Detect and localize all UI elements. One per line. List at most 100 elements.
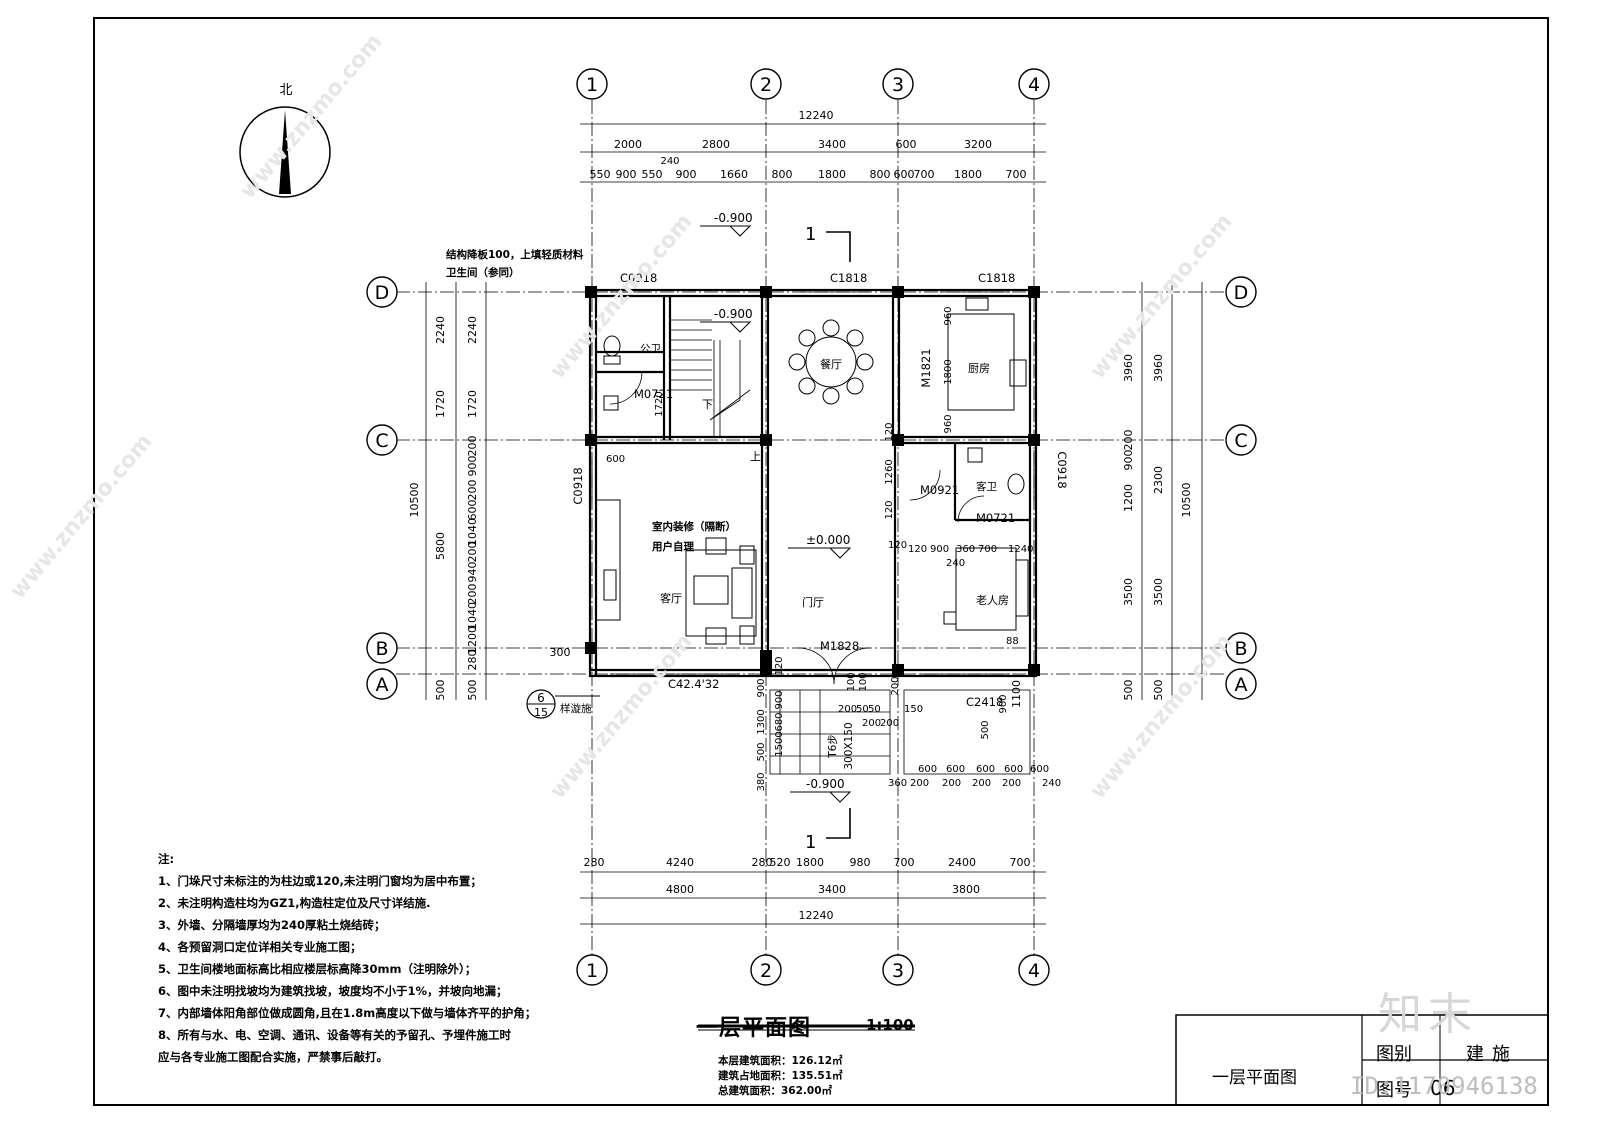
svg-text:10500: 10500 [408, 483, 421, 518]
svg-text:2240: 2240 [434, 316, 447, 344]
section-marks [826, 231, 851, 839]
svg-text:600: 600 [896, 138, 917, 151]
axis-bubble-A-right: A [1225, 668, 1257, 700]
note-item: 6、图中未注明找坡均为建筑找坡，坡度均不小于1%，并坡向地漏； [158, 984, 508, 998]
svg-text:800: 800 [772, 168, 793, 181]
watermark-id: ID:1170946138 [1350, 1072, 1538, 1100]
elevation-1: -0.900 [714, 211, 753, 225]
stair-down-label: 下 [702, 398, 713, 411]
room-living: 客厅 [660, 591, 682, 605]
svg-text:500: 500 [434, 680, 447, 701]
svg-text:1800: 1800 [796, 856, 824, 869]
stair-up-label: 上 [750, 450, 761, 463]
area-line: 本层建筑面积：126.12㎡ [718, 1055, 843, 1067]
svg-text:C: C [1234, 430, 1247, 452]
svg-text:1500: 1500 [774, 731, 785, 756]
svg-text:50: 50 [868, 704, 881, 715]
section-mark-top: 1 [805, 224, 816, 245]
elevation-markers [700, 225, 852, 803]
svg-text:700: 700 [914, 168, 935, 181]
svg-text:C: C [375, 430, 388, 452]
svg-text:600: 600 [894, 168, 915, 181]
axis-bubble-A-left: A [366, 668, 398, 700]
notes-block: 注: 1、门垛尺寸未标注的为柱边或120,未注明门窗均为居中布置； 2、未注明构… [158, 848, 536, 1068]
area-summary: 本层建筑面积：126.12㎡ 建筑占地面积：135.51㎡ 总建筑面积：362.… [718, 1054, 843, 1099]
detail-reference: 6 15 [526, 689, 600, 719]
titleblock-drawing-name: 一层平面图 [1212, 1068, 1297, 1088]
axis-bubbles: 1 2 3 4 1 2 3 4 D C B A D C B A [366, 68, 1257, 986]
svg-text:960: 960 [943, 414, 954, 433]
note-item: 4、各预留洞口定位详相关专业施工图； [158, 940, 362, 954]
svg-text:3500: 3500 [1152, 578, 1165, 606]
svg-text:980: 980 [850, 856, 871, 869]
svg-text:1240: 1240 [1008, 544, 1033, 555]
note-item: 1、门垛尺寸未标注的为柱边或120,未注明门窗均为居中布置； [158, 874, 482, 888]
titleblock-label-category: 图别 [1376, 1044, 1412, 1065]
entrance-steps [769, 689, 1031, 775]
dining-table-icon [788, 319, 874, 405]
titleblock-label-number: 图号 [1376, 1080, 1412, 1101]
svg-text:380: 380 [756, 772, 767, 791]
svg-text:1800: 1800 [943, 359, 954, 384]
wc-same-note: 卫生间（参同） [446, 266, 520, 279]
svg-text:15: 15 [534, 706, 548, 719]
svg-text:600: 600 [1004, 764, 1023, 775]
elevation-2: -0.900 [714, 307, 753, 321]
svg-text:3400: 3400 [818, 138, 846, 151]
svg-text:120: 120 [884, 422, 895, 441]
svg-text:200: 200 [466, 542, 479, 563]
svg-text:500: 500 [1122, 680, 1135, 701]
svg-text:960: 960 [943, 306, 954, 325]
axis-bubble-2-top: 2 [750, 68, 782, 100]
kitchen-counter [947, 297, 1027, 411]
room-wc-guest: 客卫 [976, 480, 997, 493]
svg-text:360: 360 [888, 778, 907, 789]
watermark-logo: 知末 [1378, 989, 1478, 1040]
svg-text:900: 900 [998, 694, 1009, 713]
axis-bubble-C-left: C [366, 424, 398, 456]
svg-text:200: 200 [838, 704, 857, 715]
svg-text:900: 900 [756, 678, 767, 697]
axis-bubble-4-top: 4 [1018, 68, 1050, 100]
walls [588, 288, 1038, 678]
svg-text:www.znzmo.com: www.znzmo.com [1085, 629, 1237, 803]
drawing-scale: 1:100 [866, 1016, 914, 1034]
svg-text:6: 6 [537, 691, 545, 705]
axis-bubble-4-bottom: 4 [1018, 954, 1050, 986]
svg-text:120: 120 [888, 540, 907, 551]
window-C1818-2: C1818 [978, 271, 1015, 285]
svg-text:1100: 1100 [1010, 680, 1023, 708]
svg-text:4240: 4240 [666, 856, 694, 869]
svg-text:900: 900 [1122, 450, 1135, 471]
section-mark-bottom: 1 [805, 832, 816, 853]
svg-text:600: 600 [976, 764, 995, 775]
svg-text:200: 200 [862, 718, 881, 729]
bed-icon [943, 547, 1029, 631]
svg-text:1660: 1660 [720, 168, 748, 181]
svg-text:1720: 1720 [466, 390, 479, 418]
structural-columns [585, 286, 1040, 676]
door-M1821: M1821 [919, 348, 933, 387]
svg-text:600: 600 [946, 764, 965, 775]
svg-text:2000: 2000 [614, 138, 642, 151]
svg-text:3960: 3960 [1152, 354, 1165, 382]
svg-text:1040: 1040 [466, 518, 479, 546]
svg-text:200: 200 [910, 778, 929, 789]
steps-label: T6步 [827, 734, 839, 759]
svg-text:700: 700 [978, 544, 997, 555]
decoration-note: 室内装修（隔断） [652, 520, 736, 533]
structure-note: 结构降板100，上填轻质材料 [446, 248, 584, 261]
svg-text:B: B [375, 638, 388, 660]
svg-text:1200: 1200 [466, 626, 479, 654]
plan-text: 12240 2000 2800 3400 600 3200 240 550 90… [408, 109, 1193, 922]
svg-text:3: 3 [892, 960, 904, 982]
sofa-set-icon [685, 537, 757, 645]
svg-text:120: 120 [774, 656, 785, 675]
svg-text:D: D [375, 282, 390, 304]
svg-text:200: 200 [466, 584, 479, 605]
svg-text:2400: 2400 [948, 856, 976, 869]
user-self-note: 用户自理 [651, 540, 694, 553]
hatch-label: 样漩施 [560, 702, 592, 715]
room-wc-public: 公卫 [640, 343, 661, 355]
svg-text:4: 4 [1028, 74, 1040, 96]
